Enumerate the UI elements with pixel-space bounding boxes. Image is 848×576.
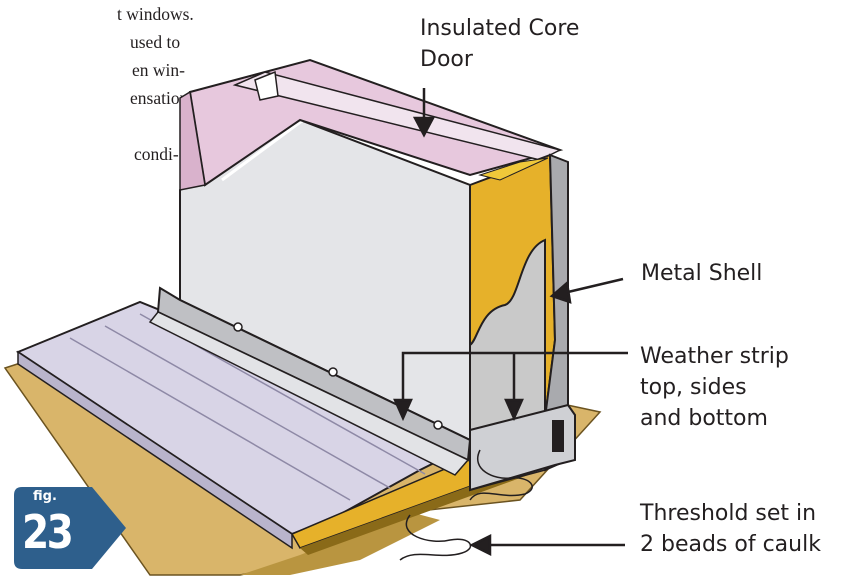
label-metal-shell: Metal Shell [641, 261, 763, 286]
caulk-bead [469, 449, 533, 501]
figure-badge-shape [14, 487, 126, 569]
body-text-line: t windows. [117, 4, 194, 24]
body-text-line: condi- [134, 144, 179, 164]
label-weather-strip: Weather strip top, sides and bottom [640, 341, 789, 434]
figure-number: 23 [22, 505, 74, 559]
label-line: Weather strip [640, 344, 789, 369]
body-text-line: en win- [132, 60, 185, 80]
label-line: and bottom [640, 406, 768, 431]
arrow-insulated-core [412, 88, 436, 138]
subfloor-shade [240, 512, 440, 575]
label-threshold: Threshold set in 2 beads of caulk [640, 498, 821, 560]
threshold-block [469, 403, 576, 492]
top-rail [232, 71, 563, 161]
arrow-metal-shell [549, 277, 624, 304]
label-line: top, sides [640, 375, 747, 400]
arrow-threshold-caulk [469, 533, 625, 557]
body-text-column: t windows. used to en win- ensation cond… [0, 0, 200, 168]
figure-word: fig. [33, 489, 57, 504]
threshold-front [17, 350, 293, 550]
arrow-weather-strip [393, 351, 628, 422]
label-line: 2 beads of caulk [640, 532, 821, 557]
caulk-bead [399, 514, 472, 561]
label-insulated-core: Insulated Core Door [420, 13, 579, 75]
label-line: Threshold set in [640, 501, 817, 526]
label-line: Door [420, 47, 473, 72]
body-text-line: ensation [130, 88, 189, 108]
label-line: Insulated Core [420, 16, 580, 41]
body-text-line: used to [130, 32, 181, 52]
